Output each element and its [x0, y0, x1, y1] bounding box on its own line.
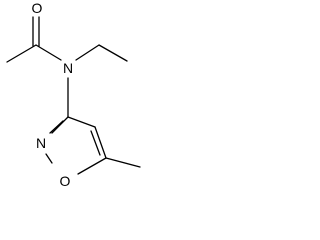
ethyl-methyl-bond [98, 44, 128, 62]
chemical-structure-diagram: O N N O [6, 0, 141, 189]
ring-methyl-bond [105, 157, 141, 168]
amide-nitrogen-label: N [63, 60, 73, 76]
ring-c4-c3-bond [67, 116, 96, 128]
ring-c3-n-double-inner [49, 120, 64, 134]
methyl-carbonyl-bond [6, 44, 37, 63]
carbonyl-amide-bond [35, 44, 62, 61]
ring-c5-c4-double-inner [90, 130, 101, 156]
ring-o-c5-bond [77, 157, 107, 175]
ring-n-o-bond [45, 153, 53, 164]
ring-nitrogen-label: N [36, 135, 46, 151]
carbonyl-oxygen-label: O [32, 0, 43, 16]
ring-c5-c4-double-outer [94, 126, 107, 159]
amide-ethyl-bond [75, 44, 100, 61]
ring-c3-n-double-outer [51, 116, 69, 134]
ring-oxygen-label: O [60, 173, 71, 189]
